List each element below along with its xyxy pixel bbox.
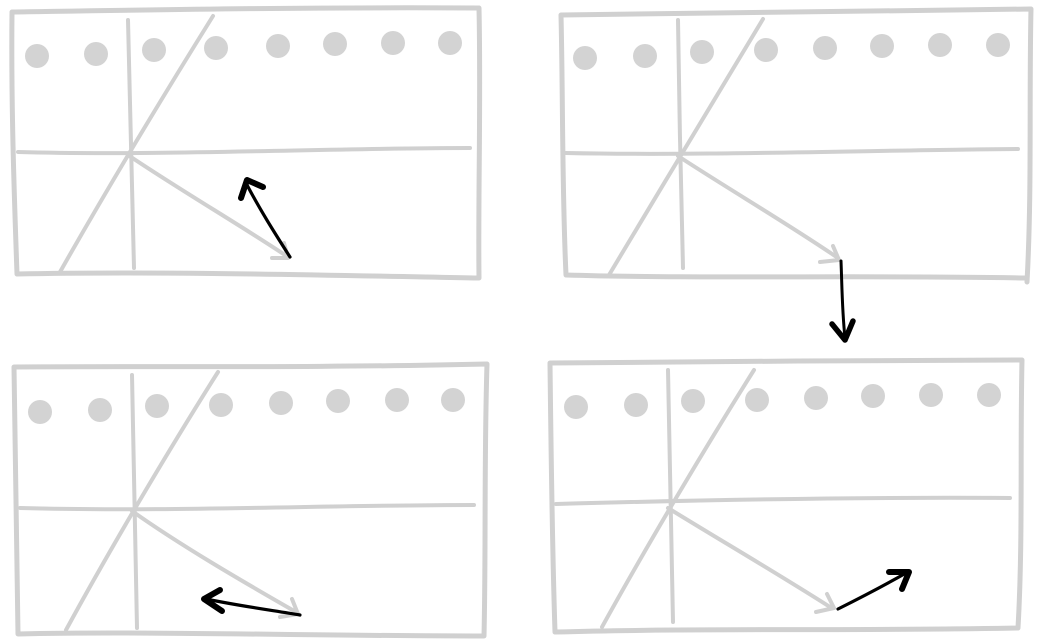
- dot: [323, 32, 347, 56]
- dot: [381, 31, 405, 55]
- dot: [690, 40, 714, 64]
- diagonal-guide: [607, 17, 765, 277]
- dot: [142, 38, 166, 62]
- dot: [385, 388, 409, 412]
- dot: [633, 44, 657, 68]
- dot: [209, 393, 233, 417]
- dot: [870, 34, 894, 58]
- vertical-guide: [130, 373, 139, 630]
- gesture-arrow-head: [238, 177, 266, 201]
- panel-frame: [558, 6, 1034, 285]
- pointer-guide: [666, 506, 832, 609]
- dot: [754, 38, 778, 62]
- dot: [813, 36, 837, 60]
- dot: [326, 389, 350, 413]
- horizontal-guide: [16, 146, 472, 156]
- dot: [28, 400, 52, 424]
- dot: [977, 383, 1001, 407]
- dot: [804, 386, 828, 410]
- dot-row: [28, 388, 465, 424]
- horizontal-guide: [18, 503, 476, 512]
- dot-row: [25, 31, 462, 68]
- connector-arrow-down: [829, 259, 856, 343]
- dot: [745, 388, 769, 412]
- panel-top-left: [9, 5, 483, 281]
- gesture-arrow-head: [201, 587, 225, 614]
- dot: [573, 46, 597, 70]
- pointer-guide: [126, 153, 287, 257]
- dot: [564, 395, 588, 419]
- dot: [986, 33, 1010, 57]
- vertical-guide: [676, 18, 685, 270]
- diagonal-guide: [600, 368, 756, 629]
- panel-bottom-left: [11, 361, 490, 639]
- dot: [438, 31, 462, 55]
- dot: [84, 42, 108, 66]
- dot: [681, 389, 705, 413]
- dot: [204, 36, 228, 60]
- horizontal-guide: [554, 495, 1012, 506]
- panel-frame: [11, 361, 490, 639]
- panel-bottom-right: [547, 357, 1025, 635]
- dot: [919, 383, 943, 407]
- dot: [441, 388, 465, 412]
- gesture-arrow-up-left: [244, 181, 292, 259]
- connector-shaft: [839, 259, 847, 340]
- diagonal-guide: [58, 14, 215, 274]
- pointer-guide: [676, 154, 840, 260]
- dot: [861, 384, 885, 408]
- panel-top-right: [558, 6, 1034, 285]
- dot: [266, 34, 290, 58]
- dot: [88, 398, 112, 422]
- connector-head: [829, 318, 856, 343]
- gesture-arrow-head: [886, 569, 912, 592]
- dot: [928, 33, 952, 57]
- pointer-guide: [130, 509, 298, 614]
- horizontal-guide: [564, 147, 1020, 156]
- dot-row: [564, 383, 1001, 419]
- gesture-arrow-left: [204, 597, 302, 617]
- vertical-guide: [126, 18, 136, 270]
- panel-frame: [547, 357, 1025, 635]
- dot: [145, 394, 169, 418]
- pointer-guide-head: [814, 592, 836, 614]
- dot-row: [573, 33, 1010, 70]
- pointer-guide-head: [818, 244, 841, 264]
- panel-frame: [9, 5, 483, 281]
- dot: [624, 393, 648, 417]
- gesture-arrow-up-right: [836, 571, 908, 611]
- vertical-guide: [666, 368, 675, 624]
- dot: [25, 44, 49, 68]
- diagonal-guide: [64, 370, 220, 632]
- dot: [269, 391, 293, 415]
